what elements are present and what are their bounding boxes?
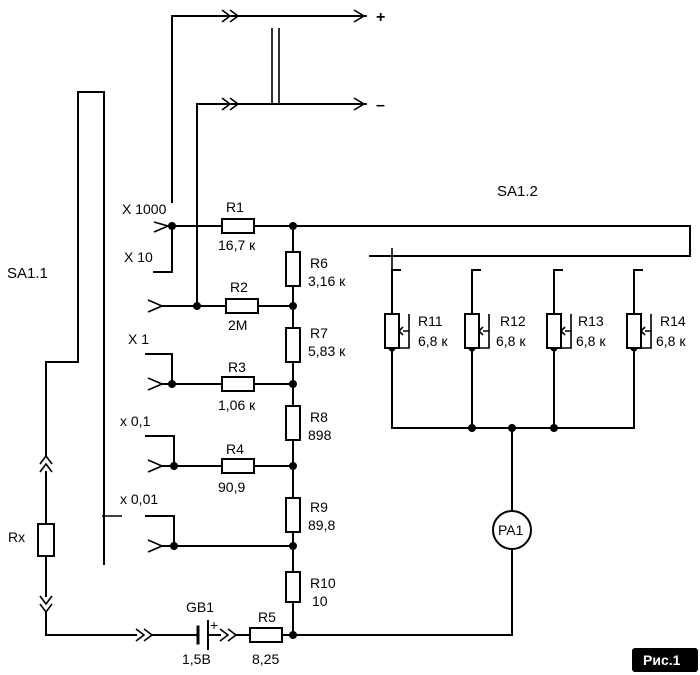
r2-resistor <box>225 298 259 314</box>
r7-value: 5,83 к <box>308 343 346 359</box>
r9-resistor <box>285 497 301 533</box>
rx-resistor <box>37 523 55 557</box>
r10-label: R10 <box>310 575 336 591</box>
r11-value: 6,8 к <box>418 333 448 349</box>
r2-value: 2M <box>228 317 247 333</box>
r7-resistor <box>285 327 301 363</box>
r6-resistor <box>285 251 301 287</box>
plus-terminal-label: + <box>376 9 385 26</box>
r1-value: 16,7 к <box>218 237 256 253</box>
r13-value: 6,8 к <box>576 333 606 349</box>
r3-label: R3 <box>228 359 246 375</box>
r1-label: R1 <box>226 199 244 215</box>
r5-value: 8,25 <box>252 651 279 667</box>
r7-label: R7 <box>310 325 328 341</box>
r6-label: R6 <box>310 255 328 271</box>
sa1-1-label: SA1.1 <box>7 265 48 282</box>
range-x1-label: X 1 <box>128 331 149 347</box>
r4-resistor <box>221 458 255 474</box>
range-x1000-label: X 1000 <box>122 201 167 217</box>
range-x10-label: X 10 <box>124 249 153 265</box>
r5-resistor <box>249 627 283 643</box>
r5-label: R5 <box>258 609 276 625</box>
r14-label: R14 <box>660 313 686 329</box>
r13-label: R13 <box>578 313 604 329</box>
shunt-resistors: R11 6,8 к R12 6,8 к R13 6,8 к R14 6,8 к <box>384 269 686 429</box>
r12-label: R12 <box>500 313 526 329</box>
sa1-2-label: SA1.2 <box>497 183 538 200</box>
r4-label: R4 <box>226 441 244 457</box>
r4-value: 90,9 <box>218 479 245 495</box>
r8-value: 898 <box>308 427 332 443</box>
r6-value: 3,16 к <box>308 273 346 289</box>
range-taps: X 1000 X 10 R1 16,7 к R2 2M X 1 R3 1,06 … <box>102 199 691 553</box>
figure-badge: Рис.1 <box>632 648 698 672</box>
divider-chain: R6 3,16 к R7 5,83 к R8 898 R9 89,8 R10 1… <box>285 225 346 636</box>
r9-label: R9 <box>310 499 328 515</box>
r10-value: 10 <box>312 593 328 609</box>
r11-potentiometer <box>384 313 400 349</box>
r14-value: 6,8 к <box>656 333 686 349</box>
output-lines: + – <box>171 9 385 307</box>
rx-branch: Rx <box>8 471 137 636</box>
pa1-label: PA1 <box>498 522 524 538</box>
battery-label: GB1 <box>186 599 214 615</box>
sa1-2-switch: SA1.2 <box>369 183 691 270</box>
meter-branch: PA1 <box>292 427 532 636</box>
r1-resistor <box>221 218 255 234</box>
minus-terminal-label: – <box>376 97 385 114</box>
r3-resistor <box>221 376 255 392</box>
r13-potentiometer <box>546 313 562 349</box>
r9-value: 89,8 <box>308 517 335 533</box>
figure-label: Рис.1 <box>643 652 681 668</box>
rx-label: Rx <box>8 529 25 545</box>
battery-polarity: + <box>210 617 218 633</box>
r11-label: R11 <box>418 313 443 329</box>
sa1-1-switch: SA1.1 <box>7 91 105 565</box>
r3-value: 1,06 к <box>218 397 256 413</box>
r8-resistor <box>285 405 301 441</box>
r12-potentiometer <box>464 313 480 349</box>
r12-value: 6,8 к <box>496 333 526 349</box>
r8-label: R8 <box>310 409 328 425</box>
battery-branch: GB1 + 1,5В R5 8,25 <box>135 599 294 667</box>
range-x001-label: x 0,01 <box>120 491 158 507</box>
range-x01-label: x 0,1 <box>120 413 151 429</box>
r2-label: R2 <box>230 279 248 295</box>
junctions <box>168 222 638 639</box>
r10-resistor <box>285 571 301 603</box>
r14-potentiometer <box>626 313 642 349</box>
battery-value: 1,5В <box>182 651 211 667</box>
